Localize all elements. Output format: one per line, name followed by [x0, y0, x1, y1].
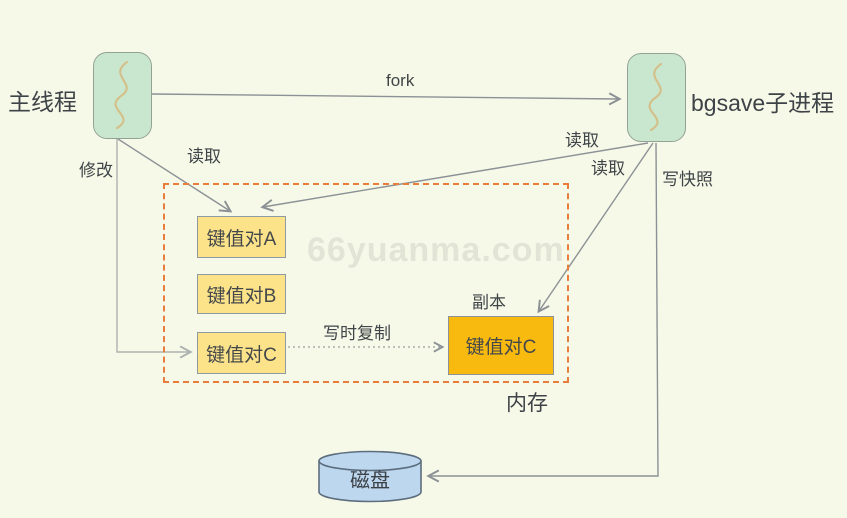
main-thread-label: 主线程: [8, 89, 77, 115]
disk-label: 磁盘: [350, 470, 390, 492]
edge-fork: [151, 92, 622, 106]
thread-squiggle-icon: [114, 60, 129, 130]
bgsave-read-a-label: 读取: [565, 131, 599, 150]
main-read-label: 读取: [187, 147, 221, 166]
disk-cylinder-icon: [318, 450, 422, 503]
kv-pair-c: 键值对C: [197, 332, 286, 374]
disk-node: 磁盘: [317, 450, 423, 503]
edge-main-modify: [116, 139, 193, 359]
edge-bgsave-read-copy: [537, 142, 654, 314]
main-thread-node: [93, 52, 152, 139]
kv-pair-c-copy: 键值对C: [448, 316, 554, 375]
kv-pair-a: 键值对A: [197, 216, 286, 258]
copy-on-write-label: 写时复制: [323, 324, 391, 343]
bgsave-read-copy-label: 读取: [591, 159, 625, 178]
thread-squiggle-icon: [648, 62, 663, 132]
main-modify-label: 修改: [79, 161, 113, 180]
bgsave-child-node: [627, 53, 686, 142]
bgsave-child-label: bgsave子进程: [691, 90, 835, 116]
watermark: 66yuanma.com: [307, 231, 565, 269]
memory-region: [163, 183, 569, 383]
edge-bgsave-read-a: [260, 142, 649, 212]
edge-write-snapshot: [426, 142, 659, 483]
write-snapshot-label: 写快照: [662, 170, 713, 189]
edge-main-read: [117, 138, 233, 213]
copy-tag-label: 副本: [472, 293, 506, 312]
memory-label: 内存: [506, 392, 548, 415]
fork-label: fork: [386, 71, 415, 90]
kv-pair-b: 键值对B: [197, 274, 286, 314]
